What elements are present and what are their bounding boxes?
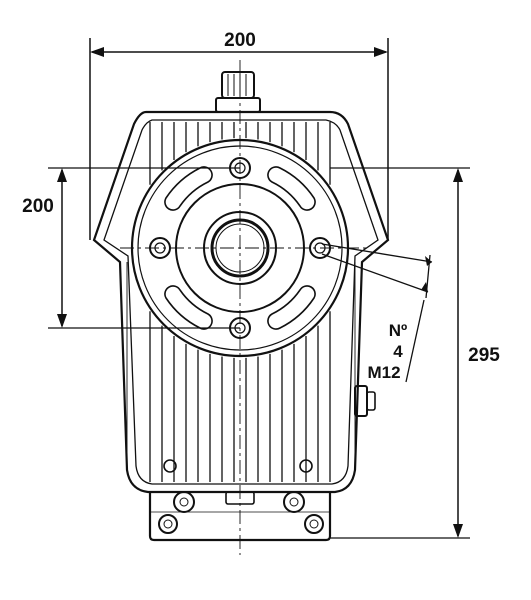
foot-hole-left-lower xyxy=(158,514,178,534)
bolt-hole-bottom xyxy=(229,317,251,339)
dimension-top-width: 200 xyxy=(89,30,389,240)
bolt-note-count: 4 xyxy=(393,342,403,361)
lower-bolts xyxy=(163,459,313,473)
foot-hole-left-upper xyxy=(173,491,195,513)
foot-hole-right-upper xyxy=(283,491,305,513)
flange-bolt-holes xyxy=(149,157,331,339)
side-oil-plug xyxy=(354,385,376,417)
bolt-note-number-symbol: Nº xyxy=(389,321,408,340)
cooling-fins xyxy=(149,122,331,482)
arrowhead-down xyxy=(57,314,67,328)
center-lines xyxy=(120,60,370,555)
arrowhead-up xyxy=(57,168,67,182)
bolt-note-thread-size: M12 xyxy=(367,363,400,382)
dimension-left-height: 200 xyxy=(22,167,240,329)
bolt-callout: Nº 4 M12 xyxy=(321,243,433,383)
arrowhead-down xyxy=(453,524,463,538)
dimension-left-height-label: 200 xyxy=(22,196,54,217)
base-foot xyxy=(148,491,332,542)
dimension-top-width-label: 200 xyxy=(224,30,256,51)
dimension-right-height-label: 295 xyxy=(468,345,500,366)
bolt-hole-right xyxy=(309,237,331,259)
gearbox-body xyxy=(92,110,390,494)
arrowhead xyxy=(425,256,432,266)
front-flange xyxy=(130,138,350,358)
bolt-hole-top xyxy=(229,157,251,179)
bolt-hole-left xyxy=(149,237,171,259)
arrowhead-right xyxy=(374,47,388,57)
dimension-right-height: 295 xyxy=(330,167,500,539)
foot-hole-right-lower xyxy=(304,514,324,534)
breather-plug xyxy=(215,71,261,113)
arrowhead-left xyxy=(90,47,104,57)
arrowhead xyxy=(421,282,428,292)
arrowhead-up xyxy=(453,168,463,182)
